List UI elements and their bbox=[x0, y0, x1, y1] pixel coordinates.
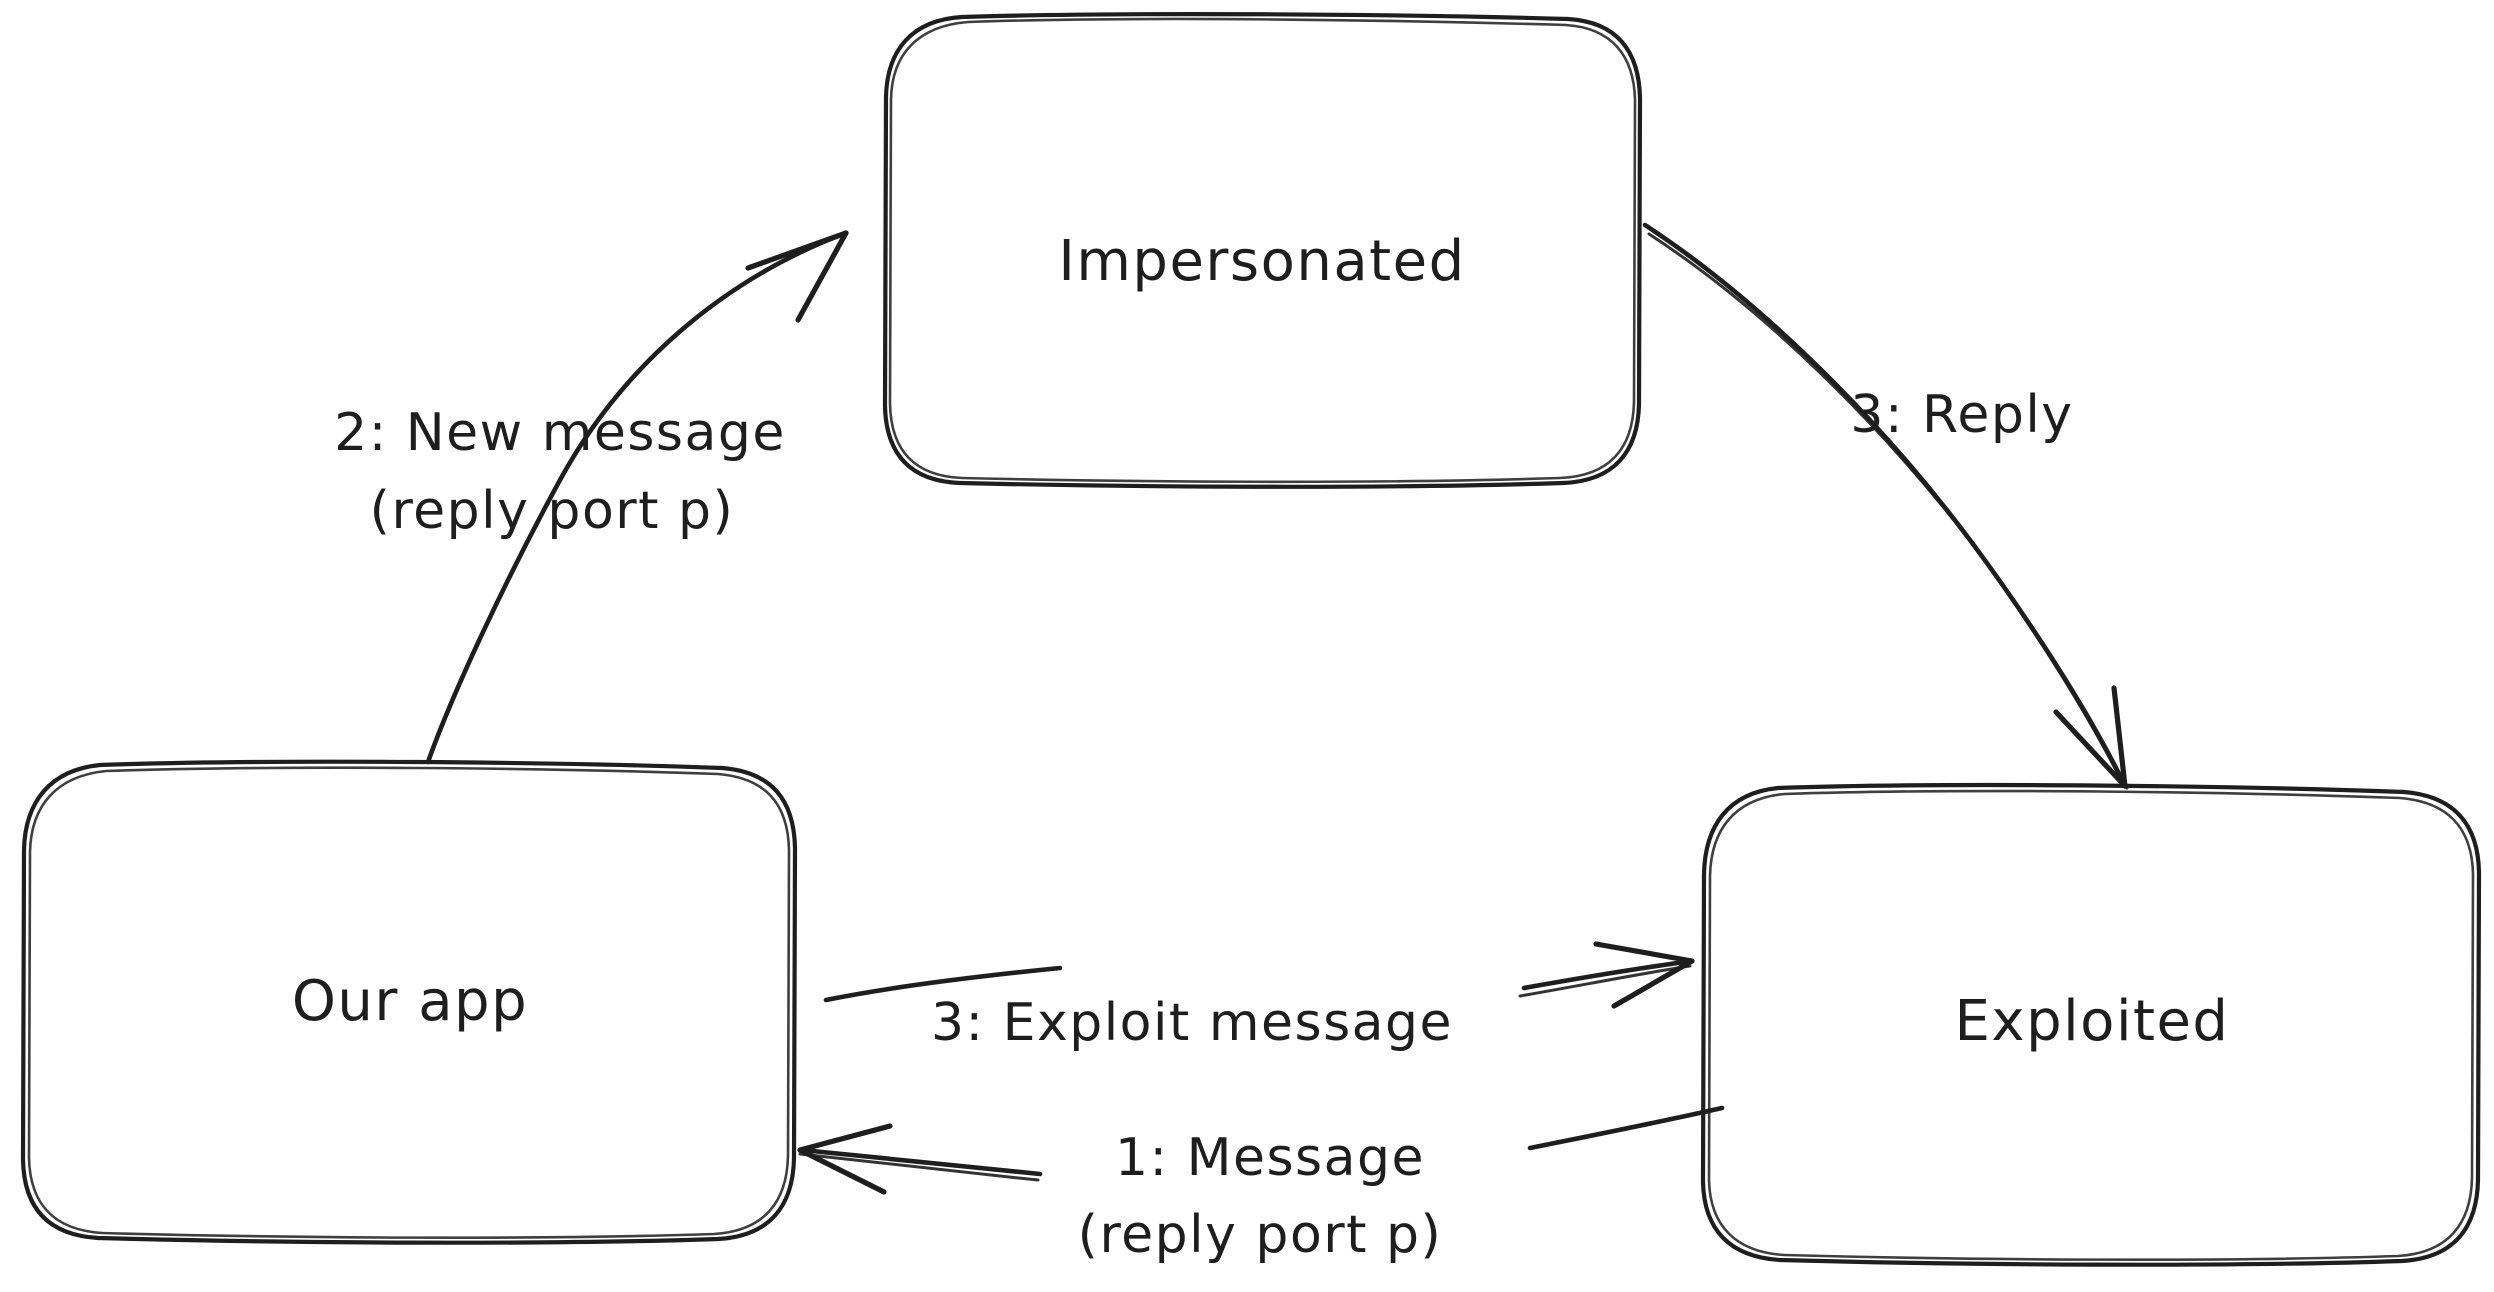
edge-new-message[interactable]: 2: New message (reply port p) bbox=[334, 230, 849, 765]
node-exploited-label: Exploited bbox=[1955, 989, 2230, 1054]
edge-exploit-message-arrowhead bbox=[1593, 941, 1695, 964]
edge-message[interactable]: 1: Message (reply port p) bbox=[797, 1105, 1725, 1265]
edge-exploit-message-line-right-sketch bbox=[1518, 964, 1692, 998]
edge-message-label-line1: 1: Message bbox=[1115, 1128, 1425, 1188]
edge-new-message-arrowhead bbox=[745, 230, 849, 271]
edge-reply-arrowhead bbox=[2053, 709, 2128, 789]
edge-message-arrowhead-barb bbox=[797, 1147, 887, 1195]
edge-message-label-line2: (reply port p) bbox=[1078, 1205, 1443, 1265]
node-exploited-outline-sketch bbox=[1707, 789, 2475, 1261]
edge-exploit-message-arrowhead-barb bbox=[1611, 958, 1695, 1009]
edge-reply-line-sketch bbox=[1647, 232, 2129, 790]
node-impersonated-outline-sketch bbox=[888, 17, 1637, 484]
node-our-app[interactable]: Our app bbox=[20, 759, 798, 1245]
node-impersonated[interactable]: Impersonated bbox=[882, 12, 1643, 489]
edge-exploit-message-line bbox=[823, 965, 1063, 1003]
node-exploited[interactable]: Exploited bbox=[1700, 782, 2482, 1267]
edge-reply[interactable]: 3: Reply bbox=[1642, 222, 2129, 790]
edge-message-line-left bbox=[799, 1147, 1043, 1177]
edge-new-message-line bbox=[425, 230, 849, 765]
edge-reply-arrowhead-barb bbox=[2111, 685, 2128, 789]
edge-exploit-message-line-right bbox=[1521, 958, 1695, 991]
edge-reply-line bbox=[1642, 222, 2128, 789]
edge-new-message-label-line2: (reply port p) bbox=[370, 481, 735, 541]
edge-new-message-arrowhead-barb bbox=[795, 230, 849, 323]
edge-exploit-message-label: 3: Exploit message bbox=[931, 993, 1453, 1053]
edge-message-arrowhead bbox=[797, 1123, 893, 1153]
node-impersonated-label: Impersonated bbox=[1058, 229, 1465, 294]
edge-new-message-label-line1: 2: New message bbox=[334, 403, 786, 463]
node-our-app-outline-sketch bbox=[27, 766, 791, 1239]
node-our-app-label: Our app bbox=[292, 969, 528, 1034]
edge-exploit-message[interactable]: 3: Exploit message bbox=[823, 941, 1695, 1053]
edge-reply-label: 3: Reply bbox=[1850, 385, 2073, 445]
edge-message-line bbox=[1527, 1105, 1725, 1151]
edge-message-line-left-sketch bbox=[798, 1152, 1040, 1182]
